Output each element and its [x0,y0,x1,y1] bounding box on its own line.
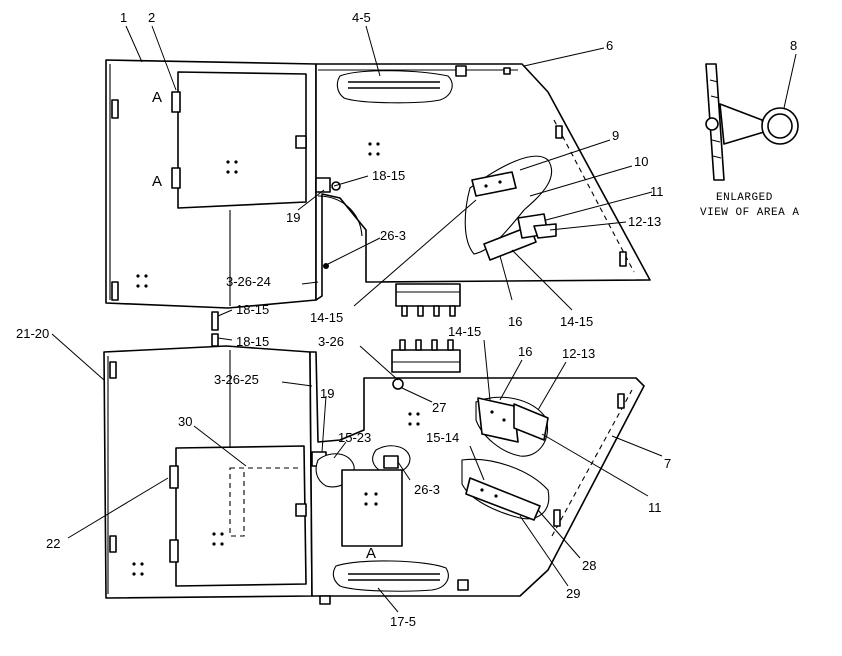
callout-10: 10 [634,154,648,169]
callout-18-15-c: 18-15 [236,334,269,349]
callout-17-5: 17-5 [390,614,416,629]
callout-15-14: 15-14 [426,430,459,445]
callout-12-13-top: 12-13 [628,214,661,229]
area-marker-a-2: A [152,173,162,190]
callout-9: 9 [612,128,619,143]
caption-line-1: ENLARGED [716,192,773,204]
callout-14-15-left: 14-15 [310,310,343,325]
callout-19-bottom: 19 [320,386,334,401]
callout-3-26-24: 3-26-24 [226,274,271,289]
callout-14-15-mid: 14-15 [448,324,481,339]
callout-19-top: 19 [286,210,300,225]
area-markers: A A A [152,89,376,562]
callout-3-26-25: 3-26-25 [214,372,259,387]
area-marker-a-1: A [152,89,162,106]
bottom-terminal-strip [391,349,461,373]
leader-lines [51,25,797,613]
callout-26-3-bottom: 26-3 [414,482,440,497]
callout-16-top: 16 [508,314,522,329]
enlarged-view-caption: ENLARGED VIEW OF AREA A [700,192,799,219]
callout-21-20: 21-20 [16,326,49,341]
callout-2: 2 [148,10,155,25]
callout-18-15-b: 18-15 [236,302,269,317]
caption-line-2: VIEW OF AREA A [700,207,799,219]
callout-28: 28 [582,558,596,573]
callout-3-26: 3-26 [318,334,344,349]
callout-18-15-a: 18-15 [372,168,405,183]
bottom-handle-cutout [332,560,449,592]
callout-12-13-bottom: 12-13 [562,346,595,361]
callout-8: 8 [790,38,797,53]
callout-4-5: 4-5 [352,10,371,25]
enlarged-view-area-a [705,63,799,181]
bottom-center-enclosure [341,469,403,547]
callout-15-23: 15-23 [338,430,371,445]
callout-29: 29 [566,586,580,601]
bottom-inner-box [175,445,307,587]
area-marker-a-3: A [366,545,376,562]
callout-16-bottom: 16 [518,344,532,359]
callout-30: 30 [178,414,192,429]
callout-14-15-right: 14-15 [560,314,593,329]
callout-27: 27 [432,400,446,415]
bottom-assembly [103,333,645,605]
top-assembly [105,59,651,331]
top-inner-box [177,71,307,209]
callout-22: 22 [46,536,60,551]
callout-6: 6 [606,38,613,53]
callout-labels: 1 2 4-5 6 8 9 10 11 12-13 18-15 19 26-3 … [16,10,797,629]
callout-1: 1 [120,10,127,25]
callout-11-top: 11 [650,184,664,199]
callout-7: 7 [664,456,671,471]
top-terminal-strip [395,283,461,307]
callout-11-bottom: 11 [648,500,662,515]
callout-26-3-top: 26-3 [380,228,406,243]
top-handle-cutout [336,70,453,104]
